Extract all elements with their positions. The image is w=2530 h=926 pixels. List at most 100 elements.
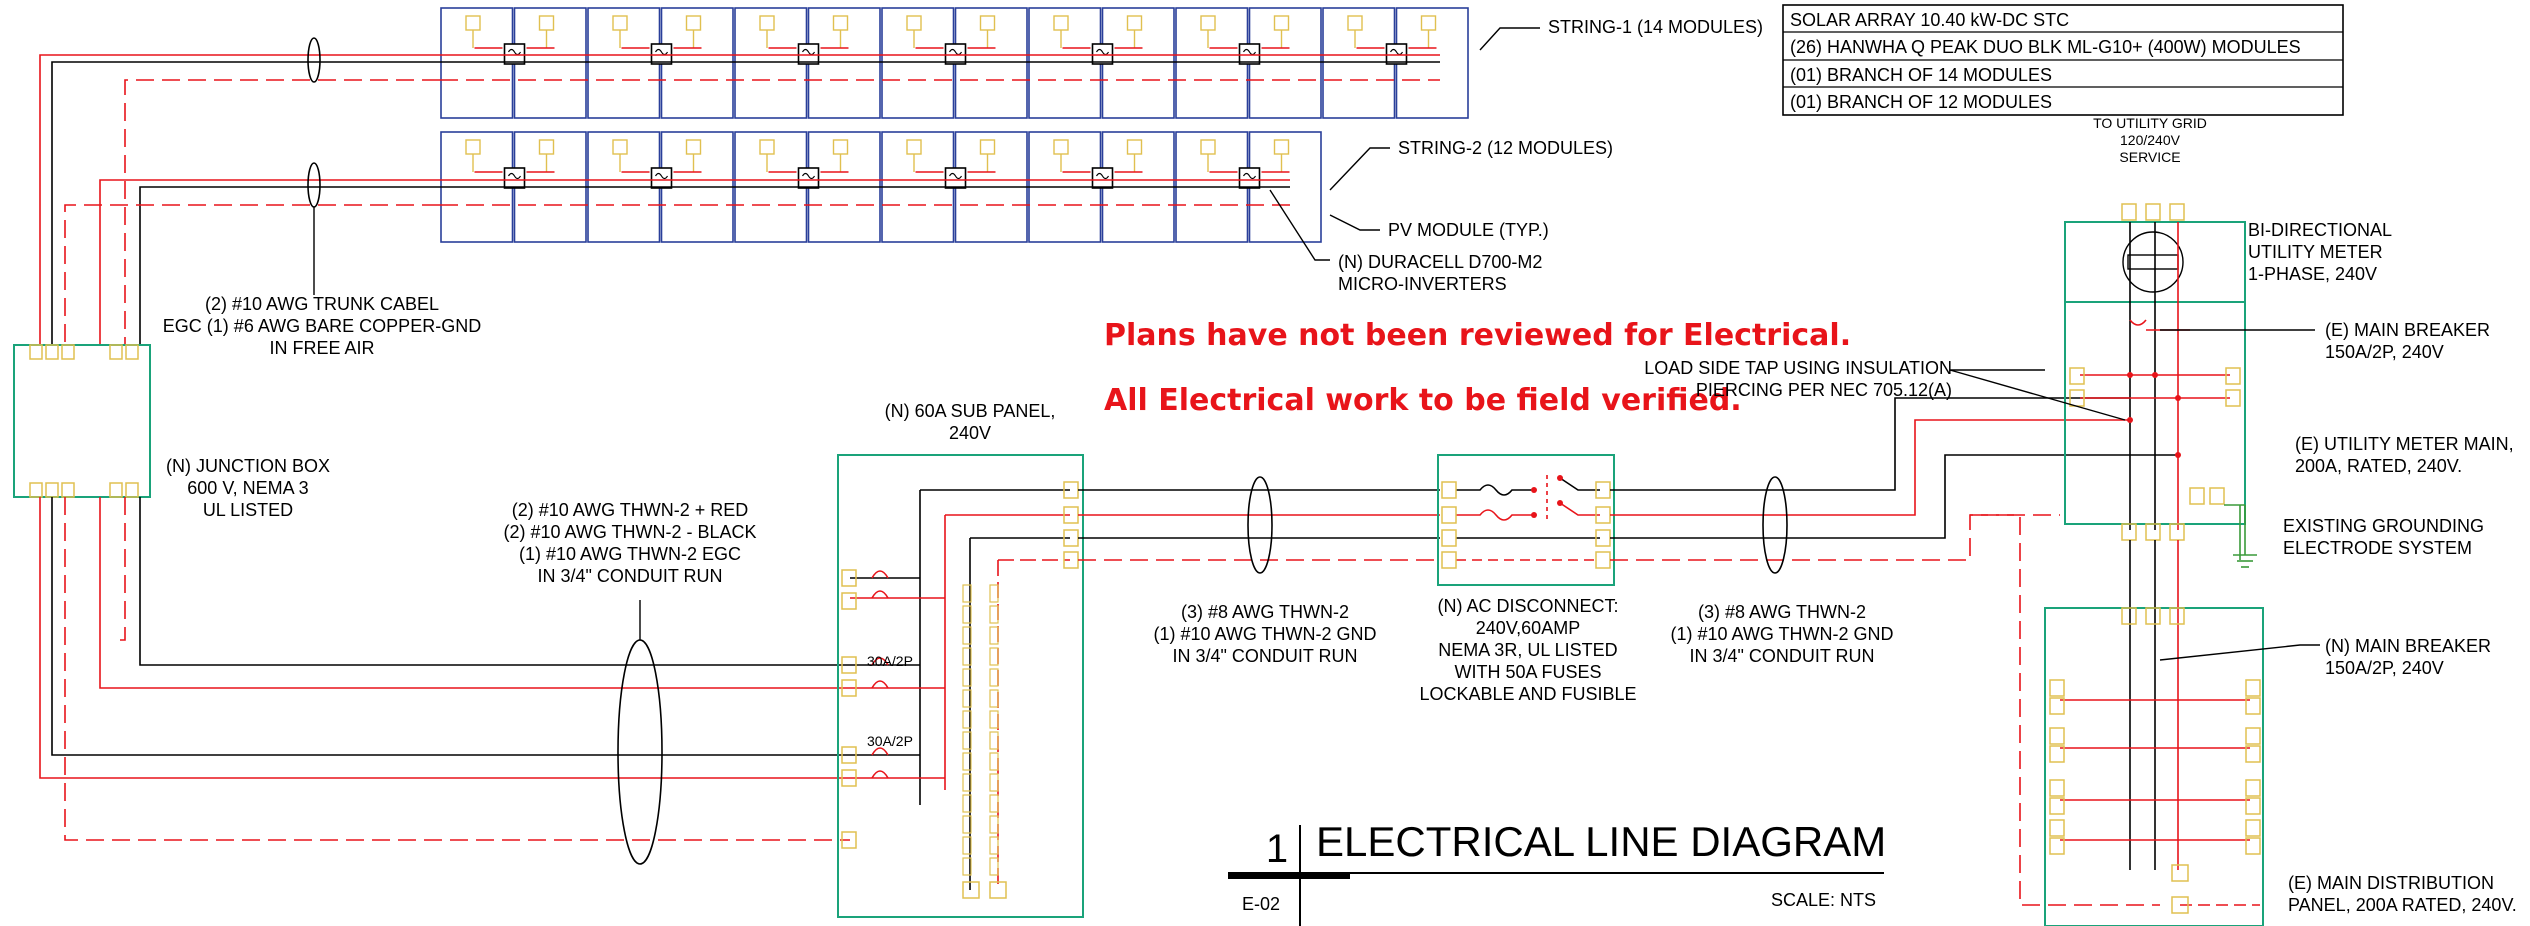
junction-label-1: (N) JUNCTION BOX [166,456,330,476]
disconnect-internals [1456,475,1600,561]
sub-panel [837,454,1084,918]
micro-inverter-icon [1062,43,1143,65]
review-note: Plans have not been reviewed for Electri… [1104,318,1851,353]
micro-inverter-icon [474,43,555,65]
pv-module [440,7,514,119]
pv-module [1175,7,1249,119]
sub-panel-bus-terminals [962,584,999,876]
sub-panel-label-2: 240V [949,423,991,443]
disconnect-to-meter-wires [1610,397,2180,561]
ac-disconnect [1437,454,1615,586]
disconnect-label-2: 240V,60AMP [1476,618,1580,638]
junction-box [13,344,151,498]
info-line-1: SOLAR ARRAY 10.40 kW-DC STC [1790,10,2069,30]
distribution-terminals [2049,607,2261,914]
conduit-2-label-2: (1) #10 AWG THWN-2 GND [1670,624,1893,644]
subpanel-to-disconnect-wires [1078,489,1440,561]
pv-module [1028,7,1102,119]
trunk-cable-bundle-marker [307,37,321,83]
micro-inverter-icon [621,43,702,65]
disconnect-label-4: WITH 50A FUSES [1454,662,1601,682]
main-breaker-n-label-2: 150A/2P, 240V [2325,658,2444,678]
pv-module [881,7,955,119]
trunk-cables [39,54,440,345]
disconnect-label-1: (N) AC DISCONNECT: [1437,596,1618,616]
info-box-dividers [1783,31,2343,88]
micro-inverter-icon [474,167,555,189]
breaker-label-2: 30A/2P [867,733,913,749]
grid-label-2: 120/240V [2120,132,2181,148]
micro-inverter-icon [1062,167,1143,189]
pv-module [587,7,661,119]
leader-lines [1269,27,2320,661]
main-breaker-e-label-1: (E) MAIN BREAKER [2325,320,2490,340]
distribution-internals [1970,514,2260,906]
conduit-2-label-3: IN 3/4" CONDUIT RUN [1689,646,1874,666]
conduit-2-label-1: (3) #8 AWG THWN-2 [1698,602,1866,622]
conduit-1-label-3: IN 3/4" CONDUIT RUN [1172,646,1357,666]
info-line-4: (01) BRANCH OF 12 MODULES [1790,92,2052,112]
string-1-modules [440,7,1469,119]
distribution-label-1: (E) MAIN DISTRIBUTION [2288,873,2494,893]
ground-electrode-icon [2224,504,2257,568]
micro-inverter-label-2: MICRO-INVERTERS [1338,274,1507,294]
disconnect-label-5: LOCKABLE AND FUSIBLE [1419,684,1636,704]
distribution-label-2: PANEL, 200A RATED, 240V. [2288,895,2517,915]
meter-label-2: UTILITY METER [2248,242,2383,262]
string-2-modules [440,131,1322,243]
grid-label-1: TO UTILITY GRID [2093,115,2207,131]
thwn-label-4: IN 3/4" CONDUIT RUN [537,566,722,586]
info-line-2: (26) HANWHA Q PEAK DUO BLK ML-G10+ (400W… [1790,37,2301,57]
utility-main-label-2: 200A, RATED, 240V. [2295,456,2462,476]
micro-inverter-label-1: (N) DURACELL D700-M2 [1338,252,1542,272]
micro-inverter-icon [915,167,996,189]
thwn-label-2: (2) #10 AWG THWN-2 - BLACK [503,522,756,542]
pv-module [1322,7,1396,119]
meter-label-1: BI-DIRECTIONAL [2248,220,2392,240]
diagram-title: ELECTRICAL LINE DIAGRAM [1316,818,1886,865]
conduit-marker [1247,476,1273,574]
sheet-number: E-02 [1242,894,1280,914]
micro-inverter-icon [1209,167,1290,189]
pv-module-label: PV MODULE (TYP.) [1388,220,1549,240]
info-line-3: (01) BRANCH OF 14 MODULES [1790,65,2052,85]
meter-label-3: 1-PHASE, 240V [2248,264,2377,284]
micro-inverter-icon [1209,43,1290,65]
utility-meter [2122,231,2184,293]
grounding-label-2: ELECTRODE SYSTEM [2283,538,2472,558]
conduit-run-marker [617,639,663,865]
junction-label-2: 600 V, NEMA 3 [187,478,308,498]
grounding-label-1: EXISTING GROUNDING [2283,516,2484,536]
main-breaker-e-label-2: 150A/2P, 240V [2325,342,2444,362]
conduit-1-label-2: (1) #10 AWG THWN-2 GND [1153,624,1376,644]
micro-inverter-icon [768,43,849,65]
trunk-cable-bundle-marker [307,162,321,208]
sub-panel-internals [850,489,1070,890]
load-tap-label-2: PIERCING PER NEC 705.12(A) [1696,380,1952,400]
field-verify-note: All Electrical work to be field verified… [1104,383,1742,418]
conduit-1-label-1: (3) #8 AWG THWN-2 [1181,602,1349,622]
diagram-number: 1 [1266,827,1288,871]
jb-to-subpanel-wires [39,497,850,841]
meter-main-internals [2080,222,2241,560]
thwn-label-1: (2) #10 AWG THWN-2 + RED [512,500,749,520]
micro-inverter-icon [915,43,996,65]
meter-terminals [2069,203,2241,541]
string-1-label: STRING-1 (14 MODULES) [1548,17,1763,37]
breaker-label-1: 30A/2P [867,653,913,669]
disconnect-terminals [1441,481,1611,569]
thwn-label-3: (1) #10 AWG THWN-2 EGC [519,544,741,564]
junction-label-3: UL LISTED [203,500,293,520]
micro-inverter-icon [1356,43,1437,65]
utility-main-label-1: (E) UTILITY METER MAIN, [2295,434,2514,454]
sub-panel-label-1: (N) 60A SUB PANEL, [885,401,1056,421]
load-tap-label-1: LOAD SIDE TAP USING INSULATION [1644,358,1952,378]
conduit-marker [1762,476,1788,574]
pv-module [734,7,808,119]
trunk-label-2: EGC (1) #6 AWG BARE COPPER-GND [163,316,481,336]
disconnect-label-3: NEMA 3R, UL LISTED [1438,640,1617,660]
string-2-label: STRING-2 (12 MODULES) [1398,138,1613,158]
grid-label-3: SERVICE [2119,149,2180,165]
title-block: 1 ELECTRICAL LINE DIAGRAM SCALE: NTS E-0… [1228,818,1886,926]
